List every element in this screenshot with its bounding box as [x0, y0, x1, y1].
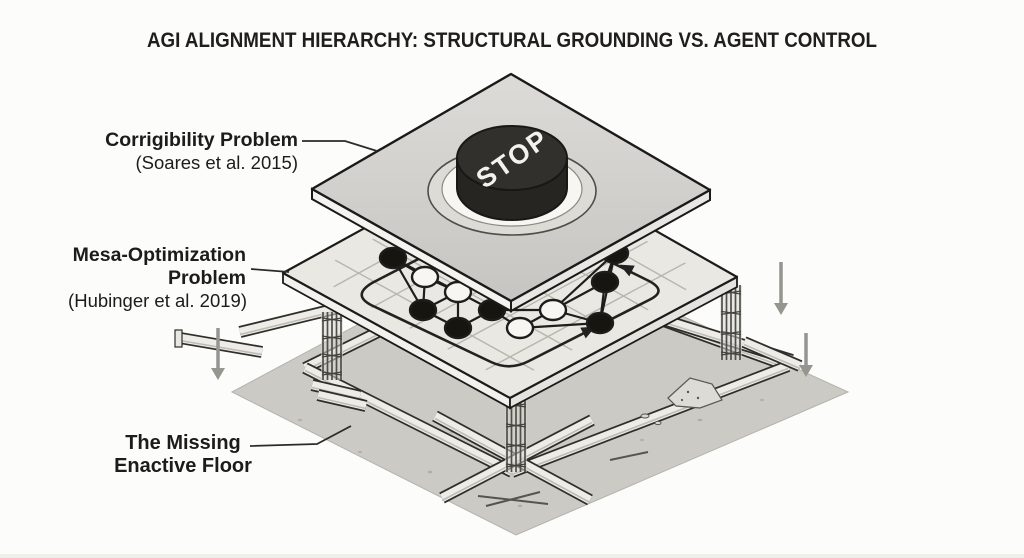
down-arrows: [211, 262, 813, 380]
grid-line: [471, 254, 700, 378]
corrigibility-label: Corrigibility Problem: [105, 129, 298, 151]
network-node-filled: [378, 246, 408, 270]
gravel-pile: [640, 377, 723, 426]
rebar-column: [720, 285, 742, 360]
bottom-edge-strip: [0, 554, 1024, 558]
network-node-filled: [585, 311, 615, 335]
rebar-column: [321, 312, 343, 380]
stop-button-top: [456, 125, 568, 191]
network-node-open: [538, 298, 568, 322]
corrigibility-plate-layer: STOP: [310, 72, 712, 313]
network-node-filled: [443, 316, 473, 340]
mesa-label-line1: Mesa-Optimization: [73, 244, 246, 266]
rebar-columns: [321, 285, 742, 472]
corrigibility-leader-line: [302, 140, 378, 152]
network-edge: [552, 252, 616, 311]
network-node-open: [505, 316, 535, 340]
stop-button: STOP: [456, 123, 568, 221]
network-node-open: [410, 265, 440, 289]
rebar-sticks-cross: [477, 451, 649, 507]
down-arrow-icon: [211, 328, 225, 380]
corrigibility-citation: (Soares et al. 2015): [136, 152, 298, 173]
network-node-filled: [590, 270, 620, 294]
down-arrow-icon: [799, 333, 813, 377]
floor-label-line1: The Missing: [125, 432, 241, 454]
i-beam-end-cap: [174, 329, 183, 348]
i-beam: [316, 389, 368, 412]
down-arrow-icon: [774, 262, 788, 315]
loop-arrowhead-icon: [619, 264, 635, 277]
i-beam: [741, 336, 803, 372]
floor-label-line2: Enactive Floor: [114, 455, 252, 477]
mesa-label-line2: Problem: [168, 267, 246, 289]
i-beam: [509, 360, 791, 478]
leader-lines: [249, 140, 378, 447]
mesa-leader-line: [250, 268, 290, 273]
rebar-column: [505, 398, 527, 472]
layer-labels: Corrigibility Problem (Soares et al. 201…: [68, 129, 298, 477]
i-beam: [178, 332, 264, 358]
network-node-filled: [408, 298, 438, 322]
floor-leader-line: [249, 425, 352, 447]
mesa-network-graph: [378, 241, 630, 340]
mesa-citation: (Hubinger et al. 2019): [68, 290, 247, 311]
page-title: AGI ALIGNMENT HIERARCHY: STRUCTURAL GROU…: [147, 29, 877, 52]
